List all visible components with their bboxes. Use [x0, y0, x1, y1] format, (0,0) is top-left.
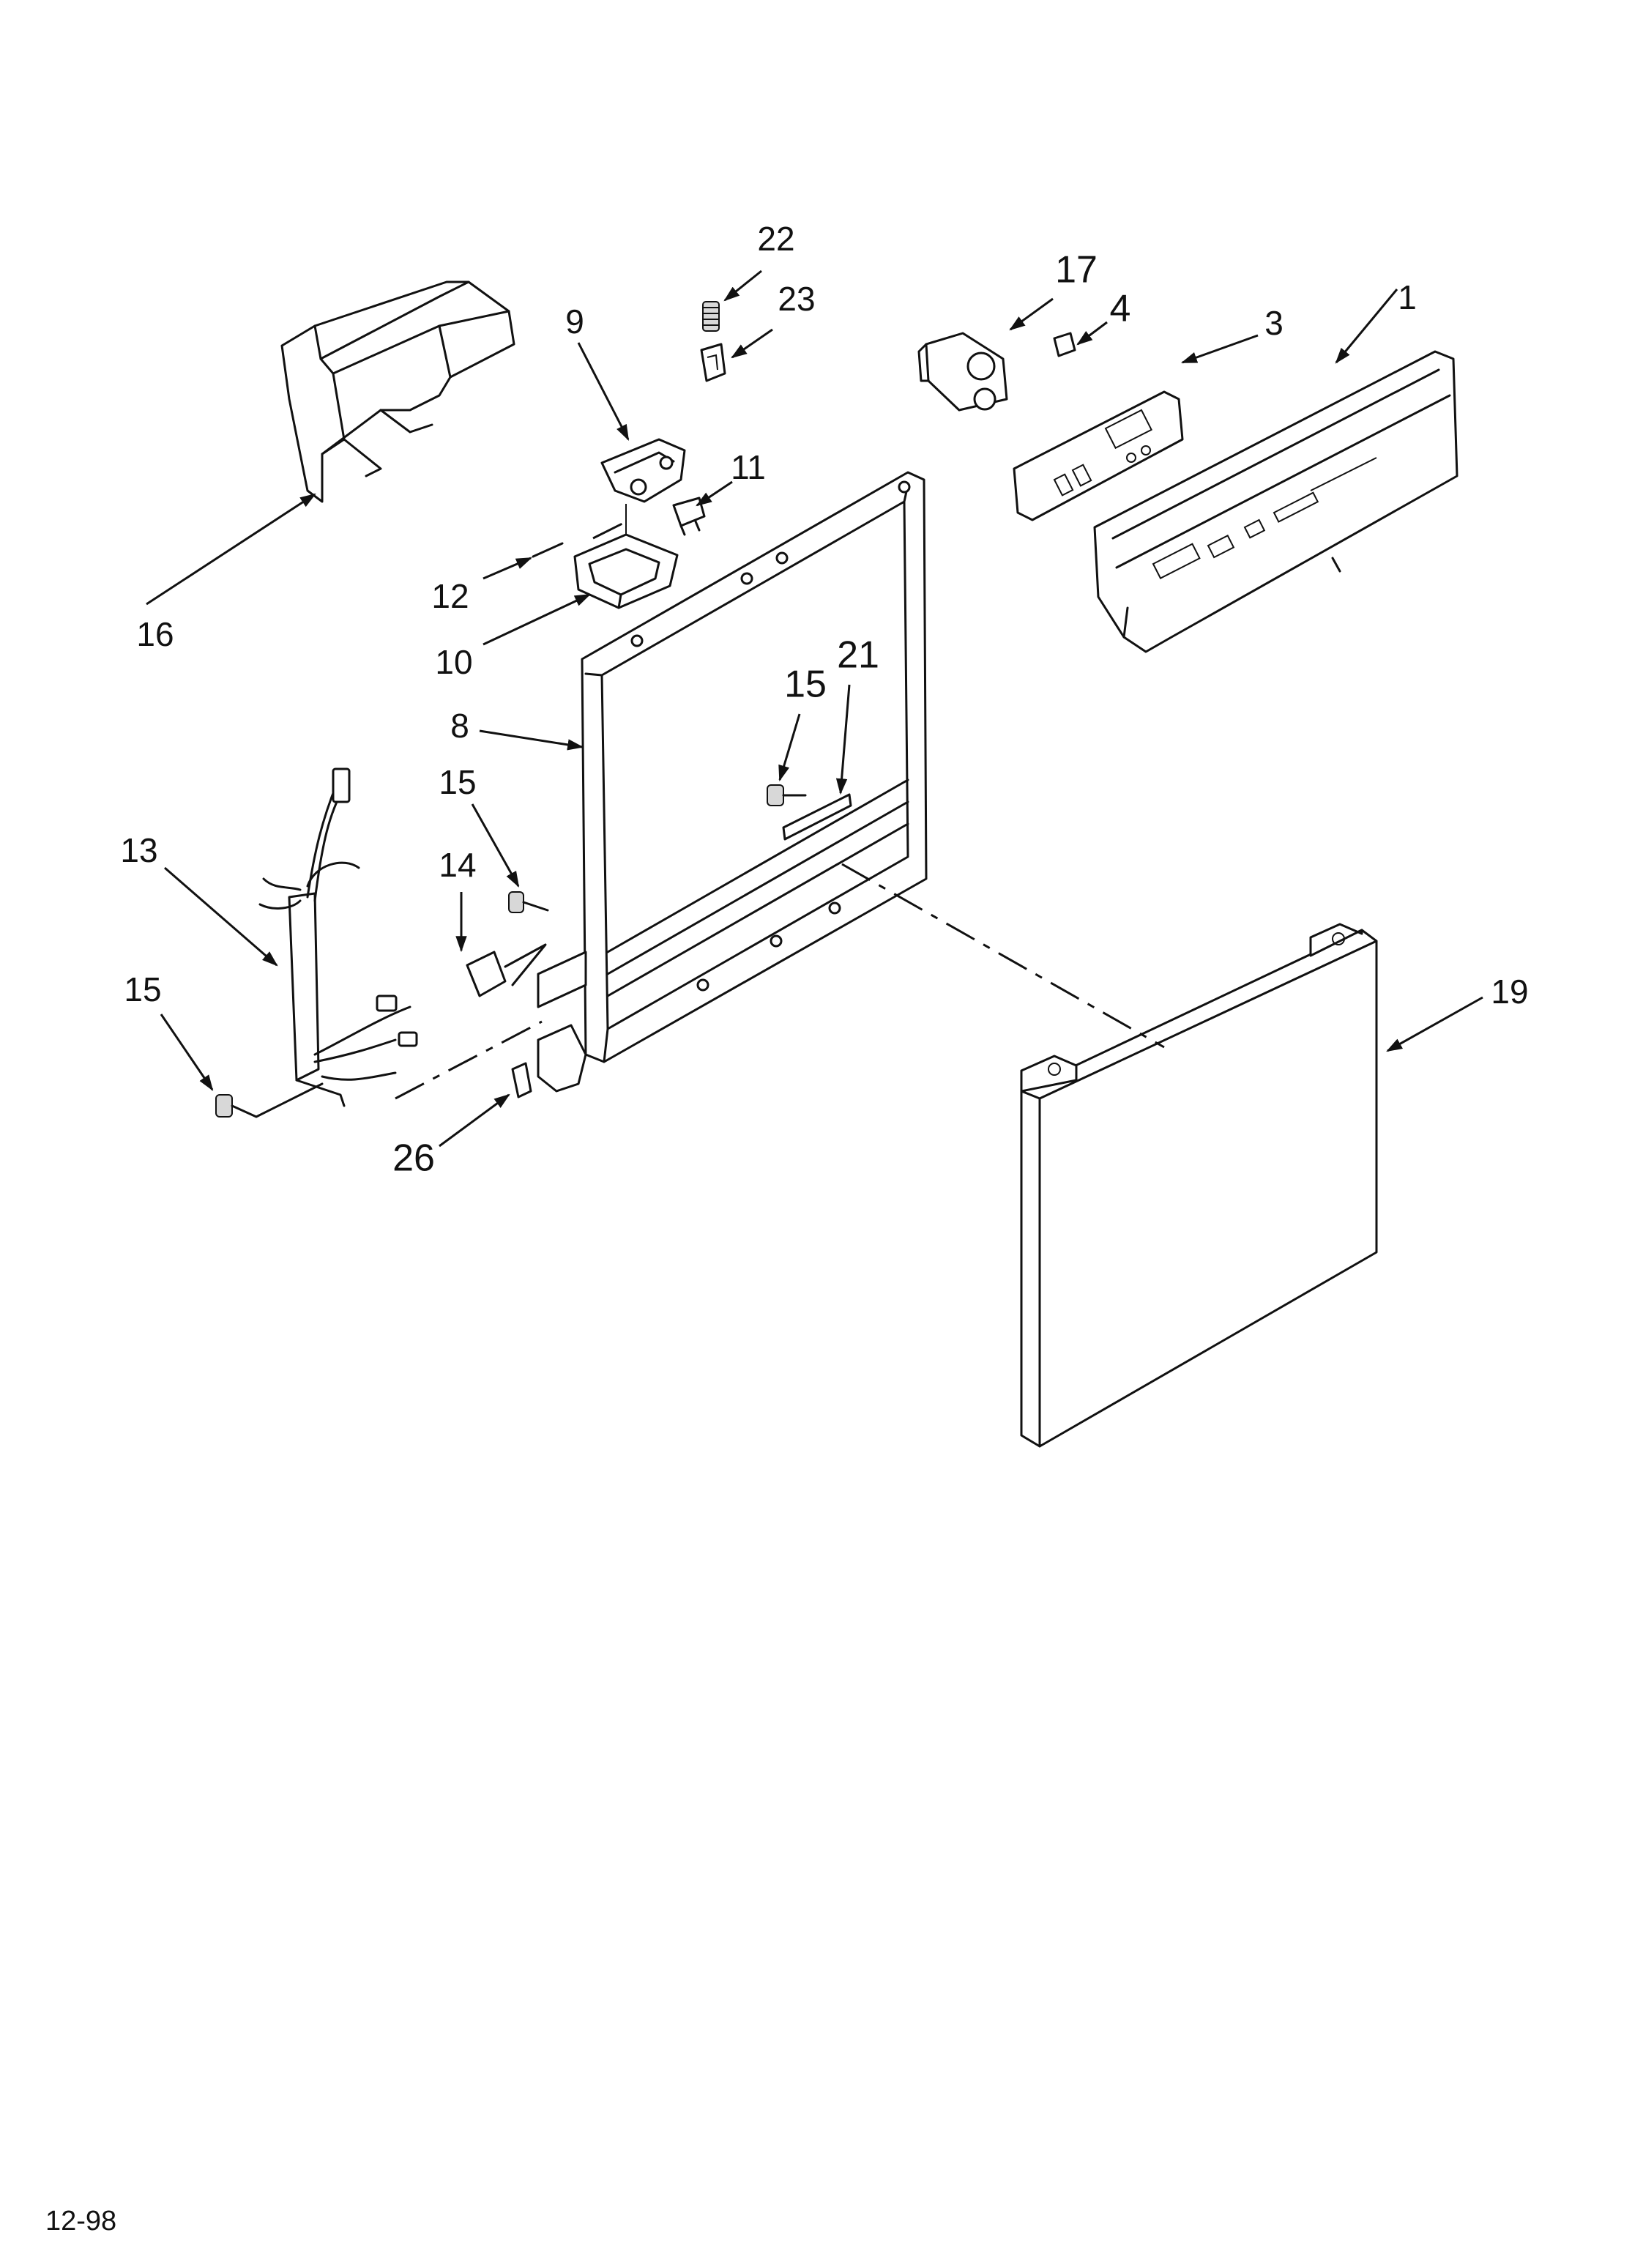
label-part-15-center: 15	[784, 663, 827, 706]
label-part-3: 3	[1264, 304, 1284, 342]
label-part-16: 16	[136, 615, 174, 653]
label-part-1: 1	[1398, 278, 1417, 316]
part-14-bracket	[466, 943, 547, 997]
part-15-screw-center	[767, 784, 807, 806]
label-part-14: 14	[439, 846, 476, 884]
part-15-screw-left-upper	[508, 891, 549, 913]
part-17-selector	[917, 332, 1008, 412]
label-part-13: 13	[120, 831, 157, 869]
label-part-10: 10	[435, 643, 472, 681]
part-3-control-board	[1013, 390, 1184, 521]
date-code: 12-98	[45, 2206, 117, 2237]
label-part-8: 8	[450, 707, 469, 745]
label-part-15-upper: 15	[439, 763, 476, 801]
label-part-17: 17	[1055, 249, 1098, 291]
part-22-spring	[702, 301, 720, 332]
label-part-12: 12	[431, 577, 469, 615]
label-part-15-lower: 15	[124, 970, 161, 1008]
part-8-door-frame	[581, 471, 928, 1063]
label-part-9: 9	[565, 302, 584, 341]
part-4-button	[1053, 332, 1076, 357]
part-12-strip	[532, 542, 564, 558]
part-labels: 1 3 4 8 9 10 11 12 13 14 15 15 15 16 17 …	[120, 220, 1528, 1180]
part-9-latch	[600, 438, 686, 503]
label-part-22: 22	[757, 220, 794, 258]
part-1-console	[1093, 350, 1458, 653]
label-part-21: 21	[837, 634, 879, 677]
label-part-23: 23	[778, 280, 815, 318]
frame-hinge-bracket	[537, 951, 587, 1093]
leader-lines	[146, 269, 1483, 1148]
part-16-top-cover	[280, 280, 515, 503]
part-13-wire-harness	[258, 767, 418, 1107]
part-21-strip	[782, 793, 852, 841]
part-23-clip	[700, 343, 726, 382]
part-15-screw-left-lower	[215, 1082, 324, 1118]
label-part-26: 26	[392, 1137, 435, 1180]
part-10-latch-housing	[573, 504, 679, 609]
part-26-clip	[511, 1062, 532, 1098]
label-part-4: 4	[1110, 288, 1131, 330]
part-19-outer-door-panel	[1020, 923, 1378, 1448]
label-part-11: 11	[731, 448, 766, 486]
label-part-19: 19	[1491, 973, 1528, 1011]
assembly-lines	[395, 518, 1165, 1100]
